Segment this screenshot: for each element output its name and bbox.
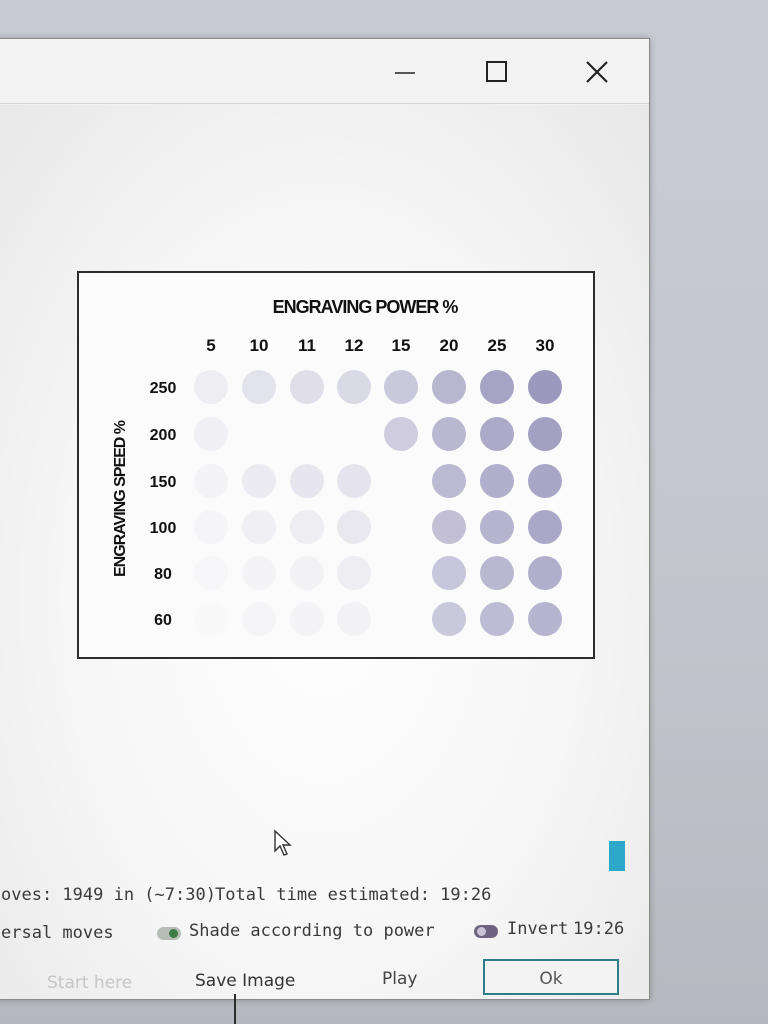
mouse-pointer-icon (274, 829, 292, 856)
close-button[interactable] (567, 51, 627, 93)
maximize-icon (486, 61, 507, 82)
test-dot (337, 464, 371, 498)
test-dot (337, 510, 371, 544)
test-dot (242, 556, 276, 590)
test-dot (337, 370, 371, 404)
test-dot (528, 556, 562, 590)
test-dot (337, 556, 371, 590)
power-label: 5 (206, 336, 215, 355)
preview-canvas: ENGRAVING POWER % ENGRAVING SPEED % 5 10 1… (112, 297, 562, 636)
test-dot (432, 370, 466, 404)
test-dot (480, 370, 514, 404)
engraving-preview: ENGRAVING POWER % ENGRAVING SPEED % 5 10 1… (77, 271, 595, 659)
test-dot (480, 510, 514, 544)
traversal-moves-label: ersal moves (1, 923, 114, 943)
speed-label: 80 (154, 566, 172, 583)
invert-label: Invert (507, 919, 569, 939)
test-dot (242, 602, 276, 636)
test-dot (194, 417, 228, 451)
save-image-button[interactable]: Save Image (195, 971, 296, 991)
test-dot (432, 464, 466, 498)
power-label: 11 (298, 336, 316, 355)
content-area: ENGRAVING POWER % ENGRAVING SPEED % 5 10 1… (0, 105, 649, 999)
title-bar (0, 39, 649, 104)
start-here-button[interactable]: Start here (47, 973, 133, 993)
invert-toggle[interactable] (474, 925, 498, 938)
speed-label: 100 (150, 520, 177, 537)
test-dot (194, 464, 228, 498)
test-dot (194, 370, 228, 404)
power-axis-title: ENGRAVING POWER % (273, 297, 459, 317)
test-dot (528, 510, 562, 544)
toggle-knob (477, 927, 486, 936)
test-dot (432, 510, 466, 544)
test-dot (194, 602, 228, 636)
test-dot (480, 556, 514, 590)
shade-power-toggle[interactable] (157, 927, 181, 940)
minimize-button[interactable] (375, 51, 435, 93)
test-dot (242, 464, 276, 498)
power-label: 25 (488, 336, 507, 355)
test-dot (290, 464, 324, 498)
test-dot (528, 370, 562, 404)
test-dot (242, 510, 276, 544)
power-label: 10 (250, 336, 269, 355)
speed-label: 200 (150, 427, 177, 444)
close-icon (586, 61, 608, 83)
speed-label: 60 (154, 612, 172, 629)
test-dot (337, 602, 371, 636)
test-dot (528, 464, 562, 498)
speed-axis-title: ENGRAVING SPEED % (112, 420, 129, 577)
speed-label: 250 (150, 380, 177, 397)
test-dot (290, 602, 324, 636)
power-label: 30 (536, 336, 555, 355)
test-dot (384, 370, 418, 404)
test-dot (290, 510, 324, 544)
preview-window: ENGRAVING POWER % ENGRAVING SPEED % 5 10 1… (0, 38, 650, 1000)
test-dot (432, 556, 466, 590)
test-dot (242, 370, 276, 404)
duration-label: 19:26 (573, 919, 625, 939)
test-dot (432, 602, 466, 636)
test-dot (384, 417, 418, 451)
play-button[interactable]: Play (382, 969, 418, 989)
test-dot (194, 510, 228, 544)
moves-stat: oves: 1949 in (~7:30) (1, 885, 216, 905)
minimize-icon (395, 72, 415, 74)
speed-label: 150 (150, 474, 177, 491)
test-dot (528, 602, 562, 636)
test-dot (194, 556, 228, 590)
scrollbar-thumb[interactable] (609, 841, 625, 871)
test-dot (480, 464, 514, 498)
power-label: 12 (345, 336, 364, 355)
power-label: 20 (440, 336, 459, 355)
test-dot (290, 370, 324, 404)
maximize-button[interactable] (467, 51, 527, 93)
power-label: 15 (392, 336, 411, 355)
test-dot (290, 556, 324, 590)
test-dot (480, 417, 514, 451)
total-time-estimate: Total time estimated: 19:26 (215, 885, 492, 905)
test-dot (480, 602, 514, 636)
ok-button[interactable]: Ok (483, 959, 619, 995)
shade-power-label: Shade according to power (189, 921, 435, 941)
test-dot (432, 417, 466, 451)
desktop-edge (234, 994, 236, 1024)
test-dot (528, 417, 562, 451)
toggle-knob (169, 929, 178, 938)
